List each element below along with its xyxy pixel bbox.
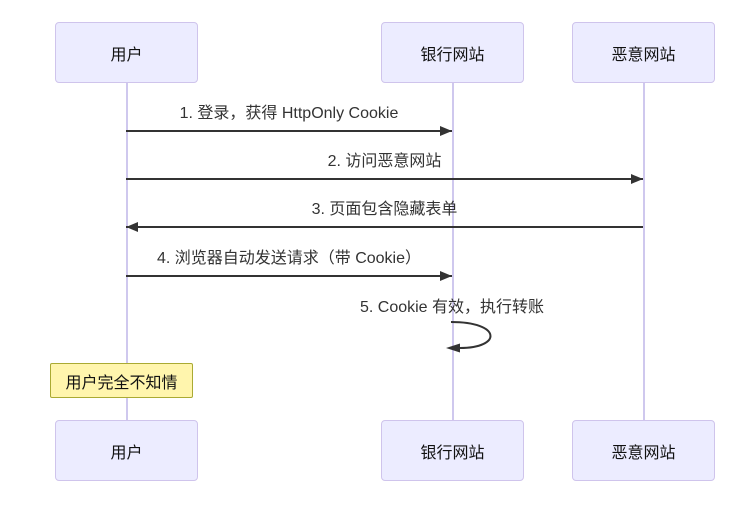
message-4-label: 4. 浏览器自动发送请求（带 Cookie） bbox=[156, 250, 422, 267]
message-1-arrow bbox=[126, 126, 452, 136]
actor-box-evil-top: 恶意网站 bbox=[572, 22, 715, 83]
self-loop-arrow-icon bbox=[446, 321, 492, 353]
message-3-arrow bbox=[126, 222, 643, 232]
actor-label-user: 用户 bbox=[110, 46, 143, 64]
actor-label-bank: 银行网站 bbox=[420, 46, 485, 64]
actor-box-bank-bottom: 银行网站 bbox=[381, 420, 524, 481]
actor-box-evil-bottom: 恶意网站 bbox=[572, 420, 715, 481]
actor-box-user-bottom: 用户 bbox=[55, 420, 198, 481]
message-4-arrow bbox=[126, 271, 452, 281]
actor-label-user: 用户 bbox=[110, 444, 143, 462]
arrowhead-right-icon bbox=[440, 126, 452, 136]
lifeline-user bbox=[125, 83, 128, 420]
message-2-label: 2. 访问恶意网站 bbox=[327, 153, 442, 170]
arrowhead-left-icon bbox=[126, 222, 138, 232]
lifeline-evil bbox=[642, 83, 645, 420]
arrowhead-right-icon bbox=[440, 271, 452, 281]
actor-box-bank-top: 银行网站 bbox=[381, 22, 524, 83]
arrowhead-right-icon bbox=[631, 174, 643, 184]
actor-label-bank: 银行网站 bbox=[420, 444, 485, 462]
lifeline-bank bbox=[451, 83, 454, 420]
message-1-label: 1. 登录，获得 HttpOnly Cookie bbox=[179, 105, 399, 122]
actor-label-evil: 恶意网站 bbox=[611, 46, 676, 64]
note-label: 用户完全不知情 bbox=[65, 374, 178, 392]
note-user-unaware: 用户完全不知情 bbox=[50, 363, 193, 398]
actor-label-evil: 恶意网站 bbox=[611, 444, 676, 462]
actor-box-user-top: 用户 bbox=[55, 22, 198, 83]
message-2-arrow bbox=[126, 174, 643, 184]
message-3-label: 3. 页面包含隐藏表单 bbox=[311, 201, 458, 218]
message-5-label: 5. Cookie 有效，执行转账 bbox=[359, 299, 545, 316]
